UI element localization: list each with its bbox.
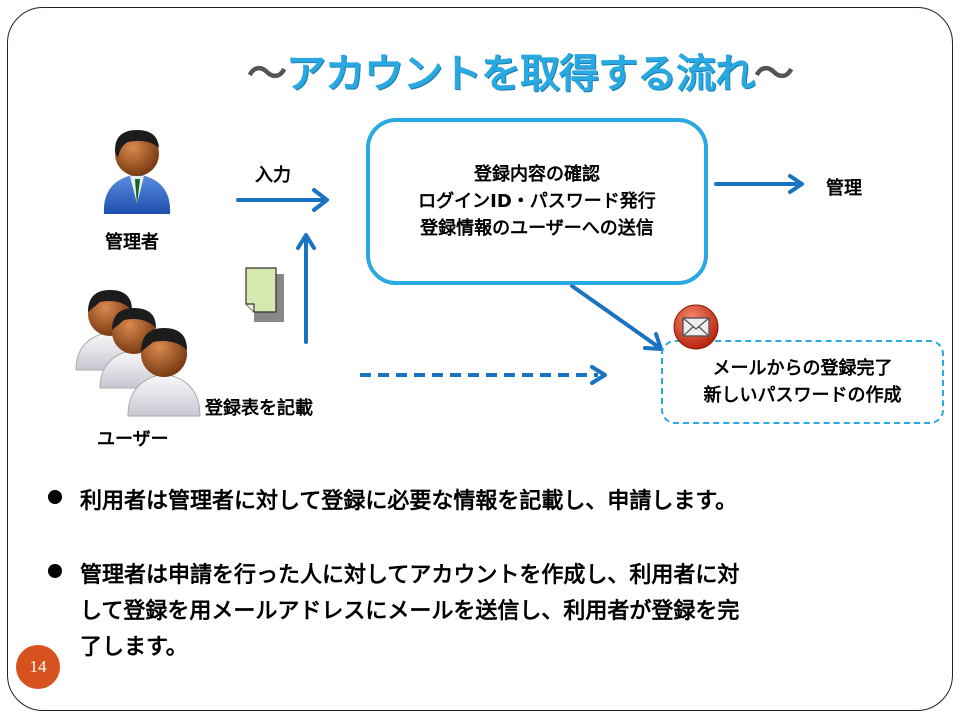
bullet-text-line: 了します。: [80, 635, 188, 660]
input-label: 入力: [255, 165, 291, 186]
arrow-box-to-manage: [714, 174, 804, 194]
slide-frame: [7, 7, 953, 711]
bullet-item-2: 管理者は申請を行った人に対してアカウントを作成し、利用者に対 して登録を用メール…: [48, 558, 928, 668]
users-label: ユーザー: [97, 429, 169, 450]
slide-title: 〜アカウントを取得する流れ〜: [220, 44, 820, 104]
bullet-dot: [48, 564, 62, 578]
document-icon: [245, 267, 284, 322]
main-process-box: 登録内容の確認 ログインID・パスワード発行 登録情報のユーザーへの送信: [366, 118, 708, 285]
bullet-text: 利用者は管理者に対して登録に必要な情報を記載し、申請します。: [80, 489, 738, 514]
form-label: 登録表を記載: [205, 398, 313, 419]
mail-box-line: 新しいパスワードの作成: [703, 385, 902, 406]
main-box-line: ログインID・パスワード発行: [418, 191, 656, 212]
admin-label: 管理者: [105, 232, 159, 253]
arrow-box-to-mail: [570, 284, 663, 351]
mail-box-line: メールからの登録完了: [712, 358, 893, 379]
title-tilde-right: 〜: [754, 51, 794, 97]
title-tilde-left: 〜: [247, 51, 287, 97]
bullet-text-line: して登録を用メールアドレスにメールを送信し、利用者が登録を完: [80, 599, 740, 624]
mail-completion-box: メールからの登録完了 新しいパスワードの作成: [661, 340, 944, 424]
admin-user-icon: [103, 130, 171, 214]
bullet-item-1: 利用者は管理者に対して登録に必要な情報を記載し、申請します。: [48, 484, 928, 524]
mail-icon: [673, 304, 719, 350]
bullet-dot: [48, 490, 62, 504]
arrow-form-up: [296, 233, 316, 344]
user-group-icon: [75, 290, 201, 417]
page-number-badge: 14: [16, 645, 60, 689]
title-text: アカウントを取得する流れ: [286, 51, 755, 97]
bullet-text-line: 管理者は申請を行った人に対してアカウントを作成し、利用者に対: [80, 563, 740, 588]
arrow-input-to-box: [236, 188, 329, 212]
main-box-line: 登録内容の確認: [474, 164, 600, 185]
main-box-line: 登録情報のユーザーへの送信: [420, 218, 654, 239]
manage-label: 管理: [826, 178, 862, 199]
arrow-dashed-to-mail: [360, 365, 607, 385]
